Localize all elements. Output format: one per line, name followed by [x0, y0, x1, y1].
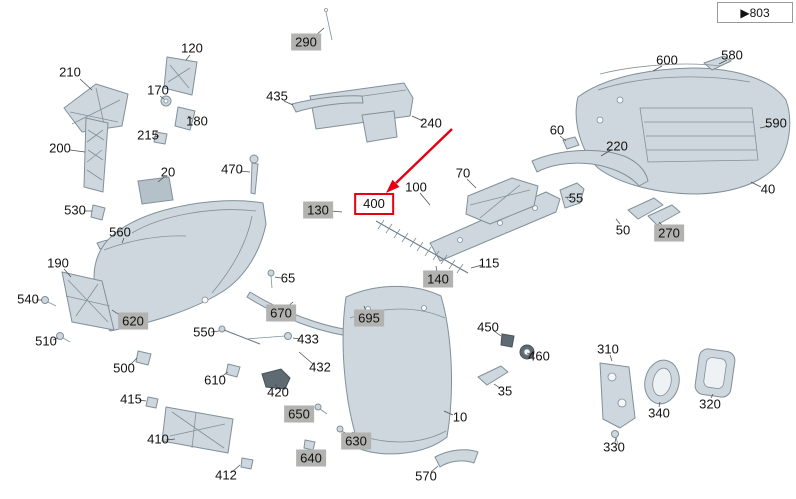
part-label-530[interactable]: 530 [64, 202, 86, 218]
part-label-550[interactable]: 550 [193, 324, 215, 340]
part-label-460[interactable]: 460 [528, 348, 550, 364]
part-label-240[interactable]: 240 [420, 115, 442, 131]
part-label-40[interactable]: 40 [760, 181, 776, 197]
part-label-215[interactable]: 215 [137, 127, 159, 143]
part-label-340[interactable]: 340 [648, 405, 670, 421]
part-label-450[interactable]: 450 [477, 319, 499, 335]
part-label-640[interactable]: 640 [296, 449, 326, 467]
part-label-270[interactable]: 270 [654, 224, 684, 242]
part-label-412[interactable]: 412 [215, 467, 237, 483]
part-label-400[interactable]: 400 [354, 193, 394, 215]
part-label-35[interactable]: 35 [497, 383, 513, 399]
part-label-600[interactable]: 600 [656, 52, 678, 68]
part-label-432[interactable]: 432 [309, 359, 331, 375]
part-label-570[interactable]: 570 [415, 468, 437, 484]
part-label-620[interactable]: 620 [118, 312, 148, 330]
part-label-420[interactable]: 420 [267, 384, 289, 400]
part-label-330[interactable]: 330 [603, 439, 625, 455]
part-label-630[interactable]: 630 [341, 432, 371, 450]
part-label-200[interactable]: 200 [49, 140, 71, 156]
part-label-190[interactable]: 190 [47, 255, 69, 271]
part-label-60[interactable]: 60 [549, 122, 565, 138]
part-label-65[interactable]: 65 [280, 270, 296, 286]
part-label-320[interactable]: 320 [699, 396, 721, 412]
part-label-120[interactable]: 120 [181, 40, 203, 56]
part-label-140[interactable]: 140 [423, 270, 453, 288]
page-ref-label: ▶803 [740, 5, 770, 20]
part-shapes [41, 8, 791, 470]
part-label-55[interactable]: 55 [568, 190, 584, 206]
part-label-590[interactable]: 590 [765, 115, 787, 131]
part-label-435[interactable]: 435 [266, 88, 288, 104]
part-label-115[interactable]: 115 [478, 255, 500, 271]
part-label-210[interactable]: 210 [59, 64, 81, 80]
part-label-500[interactable]: 500 [113, 360, 135, 376]
highlight-arrow [386, 128, 453, 193]
part-label-415[interactable]: 415 [120, 391, 142, 407]
part-label-290[interactable]: 290 [291, 33, 321, 51]
part-label-510[interactable]: 510 [35, 333, 57, 349]
part-label-310[interactable]: 310 [597, 341, 619, 357]
part-label-100[interactable]: 100 [405, 179, 427, 195]
part-label-580[interactable]: 580 [721, 47, 743, 63]
part-label-10[interactable]: 10 [452, 409, 468, 425]
part-label-540[interactable]: 540 [17, 291, 39, 307]
part-label-695[interactable]: 695 [354, 309, 384, 327]
part-label-650[interactable]: 650 [284, 405, 314, 423]
part-label-560[interactable]: 560 [109, 224, 131, 240]
part-label-220[interactable]: 220 [606, 138, 628, 154]
part-label-50[interactable]: 50 [615, 222, 631, 238]
part-label-433[interactable]: 433 [297, 331, 319, 347]
part-label-130[interactable]: 130 [303, 201, 333, 219]
page-ref-link[interactable]: ▶803 [717, 2, 793, 23]
part-label-410[interactable]: 410 [147, 431, 169, 447]
part-label-170[interactable]: 170 [147, 82, 169, 98]
part-label-470[interactable]: 470 [221, 161, 243, 177]
part-label-70[interactable]: 70 [455, 165, 471, 181]
part-label-610[interactable]: 610 [204, 372, 226, 388]
part-label-670[interactable]: 670 [266, 304, 296, 322]
part-label-20[interactable]: 20 [160, 164, 176, 180]
part-label-180[interactable]: 180 [186, 113, 208, 129]
